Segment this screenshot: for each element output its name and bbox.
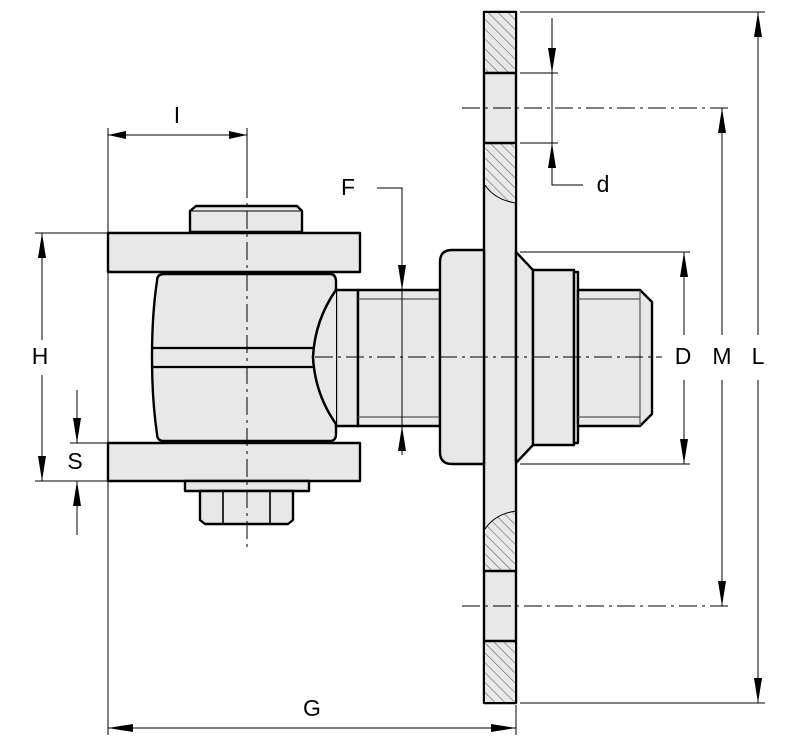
label-S: S	[67, 448, 82, 474]
label-D: D	[675, 343, 692, 369]
label-H: H	[32, 343, 49, 369]
label-M: M	[712, 343, 731, 369]
label-L: L	[752, 343, 765, 369]
label-F: F	[341, 174, 355, 200]
label-G: G	[303, 695, 321, 721]
extension-lines	[35, 11, 765, 735]
dimension-d: d	[548, 18, 609, 197]
dimension-M: M	[712, 108, 732, 606]
center-lines	[246, 107, 728, 607]
dimension-H: H	[32, 233, 49, 481]
dimension-D: D	[675, 252, 692, 464]
hinge-eye	[106, 204, 442, 526]
label-I: I	[174, 102, 180, 128]
dimension-I: I	[108, 102, 247, 139]
dimension-L: L	[752, 12, 765, 703]
dimension-S: S	[67, 390, 83, 535]
label-d: d	[597, 171, 610, 197]
dimension-F: F	[341, 174, 406, 455]
dimension-G: G	[108, 695, 516, 732]
